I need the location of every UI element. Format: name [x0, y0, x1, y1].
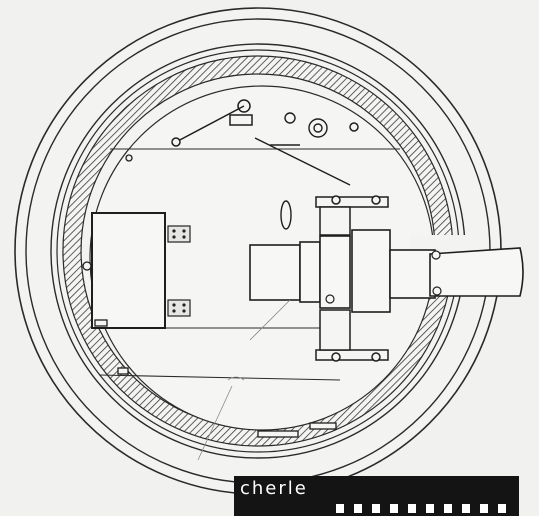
pencil-marks [197, 299, 291, 461]
gun-barrel [429, 247, 524, 297]
caption-text: cherle [240, 478, 308, 499]
hinge-lower [167, 299, 191, 317]
gun-breech [249, 229, 436, 313]
hinge-upper [167, 225, 191, 243]
trunnion-lower [315, 309, 389, 362]
elevating-handwheel [254, 112, 351, 230]
ammo-box [91, 212, 166, 329]
trunnion-upper [315, 195, 389, 236]
film-strip-ticks [336, 504, 519, 516]
sight-linkage [171, 99, 359, 147]
wall-brackets [82, 154, 337, 438]
